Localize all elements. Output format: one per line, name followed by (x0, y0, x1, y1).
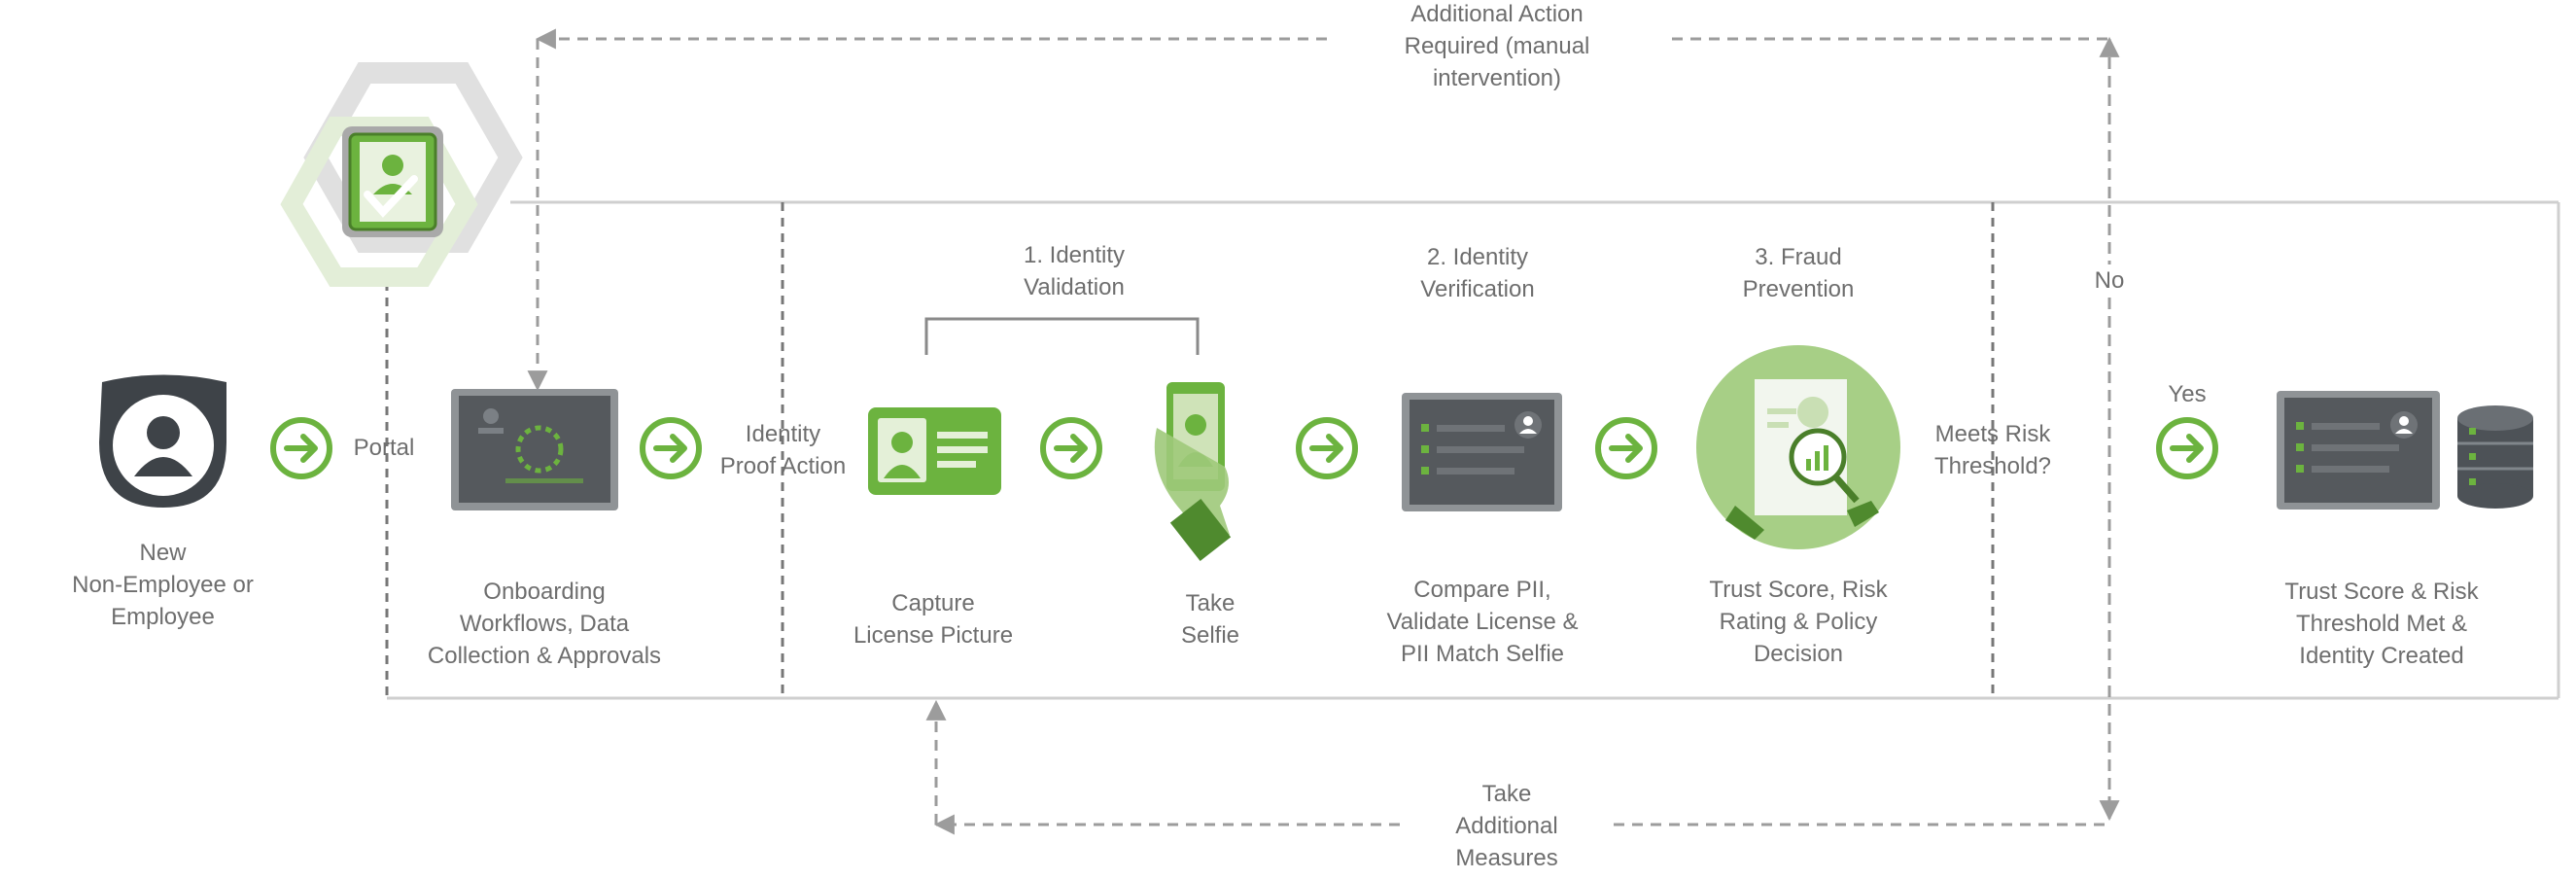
id-card-icon (868, 407, 1001, 495)
label-line: Rating & Policy (1719, 609, 1878, 635)
label-line: Threshold Met & (2295, 611, 2468, 637)
arrow-right-circle-icon (273, 420, 330, 476)
label-line: Measures (1455, 845, 1558, 871)
label-line: intervention) (1432, 65, 1562, 91)
arrow-right-circle-icon (2159, 420, 2215, 476)
user-avatar-icon (99, 374, 226, 508)
label-line: Non-Employee or (72, 572, 254, 598)
label-line: Capture (891, 590, 975, 616)
label-line: Selfie (1180, 622, 1240, 649)
label-line: Workflows, Data (459, 611, 630, 637)
label-line: Prevention (1742, 276, 1855, 302)
label-line: Trust Score, Risk (1709, 577, 1888, 603)
monitor-checklist-icon (2277, 391, 2440, 510)
label-line: PII Match Selfie (1400, 641, 1565, 667)
compare-label: Compare PII, Validate License & PII Matc… (1356, 574, 1609, 670)
label-line: Portal (353, 435, 415, 461)
label-line: Verification (1420, 276, 1535, 302)
label-line: No (2094, 267, 2125, 294)
additional-action-label: Additional Action Required (manual inter… (1356, 0, 1638, 94)
label-line: Compare PII, (1413, 577, 1551, 603)
branch-yes-label: Yes (2153, 378, 2221, 410)
trust-label: Trust Score, Risk Rating & Policy Decisi… (1687, 574, 1910, 670)
label-line: Trust Score & Risk (2284, 579, 2479, 605)
label-line: 3. Fraud (1755, 244, 1842, 270)
identity-badge-icon (280, 62, 523, 287)
label-line: Additional Action (1410, 1, 1584, 27)
branch-no-label: No (2080, 264, 2139, 297)
label-line: Proof Action (719, 453, 847, 479)
take-measures-loop (925, 58, 2120, 835)
label-line: 1. Identity (1023, 242, 1126, 268)
magnifier-report-icon (1696, 345, 1900, 549)
label-line: Identity Created (2299, 643, 2464, 669)
step-identity-verification: 2. Identity Verification (1385, 241, 1570, 305)
meets-risk-label: Meets Risk Threshold? (1915, 418, 2071, 482)
arrow-right-circle-icon (1299, 420, 1355, 476)
label-line: 2. Identity (1426, 244, 1529, 270)
label-line: Identity (745, 421, 821, 447)
database-icon (2457, 405, 2533, 509)
label-line: Threshold? (1933, 453, 2052, 479)
label-line: Decision (1753, 641, 1844, 667)
label-line: Required (manual (1404, 33, 1590, 59)
label-line: Take (1185, 590, 1236, 616)
onboarding-label: Onboarding Workflows, Data Collection & … (408, 576, 680, 672)
additional-action-loop (527, 28, 2120, 807)
phone-selfie-icon (1154, 382, 1232, 562)
label-line: Collection & Approvals (427, 643, 662, 669)
step-fraud-prevention: 3. Fraud Prevention (1711, 241, 1886, 305)
arrow-right-circle-icon (1043, 420, 1099, 476)
identity-proof-label: Identity Proof Action (708, 418, 858, 482)
take-measures-label: Take Additional Measures (1410, 778, 1604, 874)
process-frame (385, 200, 2560, 700)
monitor-checklist-icon (1402, 393, 1562, 511)
label-line: License Picture (853, 622, 1014, 649)
label-line: Employee (111, 604, 215, 630)
arrow-right-circle-icon (1598, 420, 1654, 476)
validation-bracket (924, 317, 1200, 355)
label-line: Additional (1455, 813, 1558, 839)
label-line: New (139, 540, 187, 566)
selfie-label: Take Selfie (1142, 587, 1278, 651)
identity-created-label: Trust Score & Risk Threshold Met & Ident… (2265, 576, 2498, 672)
label-line: Validation (1024, 274, 1125, 300)
capture-label: Capture License Picture (826, 587, 1040, 651)
monitor-onboarding-icon (451, 389, 618, 510)
arrow-right-circle-icon (643, 420, 699, 476)
label-line: Take (1481, 781, 1532, 807)
label-line: Validate License & (1386, 609, 1579, 635)
new-user-label: New Non-Employee or Employee (39, 537, 287, 633)
label-line: Onboarding (483, 579, 606, 605)
label-line: Yes (2168, 381, 2207, 407)
step-identity-validation: 1. Identity Validation (982, 239, 1166, 303)
label-line: Meets Risk (1934, 421, 2051, 447)
portal-label: Portal (340, 432, 428, 464)
